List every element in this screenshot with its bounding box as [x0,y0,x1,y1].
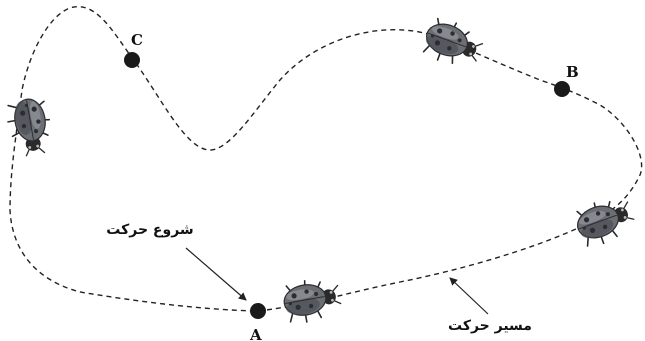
path-arrow [449,277,489,315]
point-c-label: C [131,31,143,49]
point-b-marker [554,81,570,97]
ladybug-icon-top [418,14,488,74]
point-a-marker [250,303,266,319]
point-b-label: B [566,63,579,81]
start-annotation: شروع حرکت [106,222,193,238]
ladybug-icon-right [570,191,640,251]
start-arrow [185,247,247,301]
point-c-marker [124,52,140,68]
ladybug-icon-left [3,95,56,160]
motion-path [9,6,643,312]
point-a-label: A [249,326,262,341]
ladybug-icon-bottom [280,274,345,327]
path-annotation: مسیر حرکت [448,318,532,334]
